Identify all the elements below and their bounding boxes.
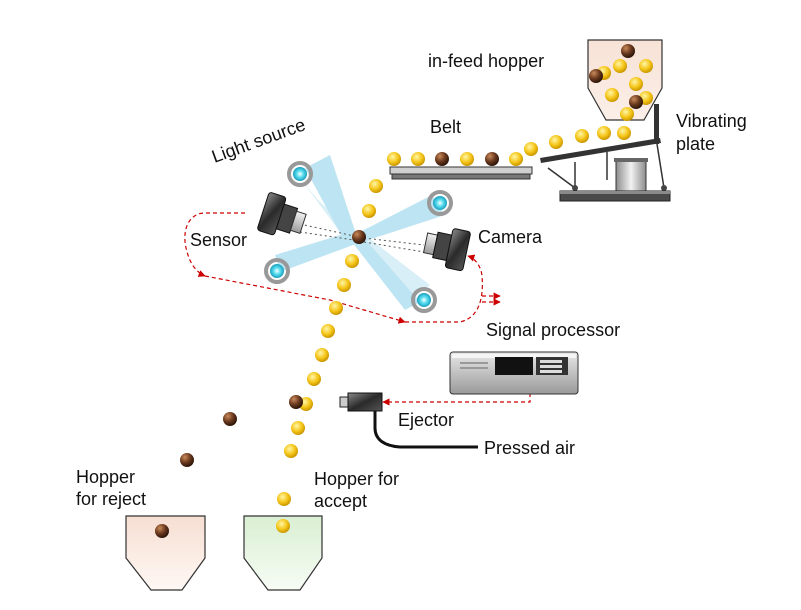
label-ejector: Ejector — [398, 410, 455, 430]
label-signal-processor: Signal processor — [486, 320, 621, 340]
good-item — [321, 324, 335, 338]
signal-lines — [184, 212, 531, 406]
hopper-accept — [243, 515, 323, 591]
lamp-bottom-right — [411, 287, 437, 313]
bad-item — [589, 69, 603, 83]
good-item — [460, 152, 474, 166]
label-belt: Belt — [430, 117, 462, 137]
sight-lines — [299, 223, 425, 253]
good-item — [315, 348, 329, 362]
good-item — [387, 152, 401, 166]
label-vibrating-plate-2: plate — [676, 134, 716, 154]
bad-item — [289, 395, 303, 409]
label-pressed-air: Pressed air — [484, 438, 576, 458]
good-item — [277, 492, 291, 506]
label-camera: Camera — [478, 227, 543, 247]
label-hopper-accept-1: Hopper for — [314, 469, 400, 489]
bad-item — [621, 44, 635, 58]
good-item — [575, 129, 589, 143]
good-item — [329, 301, 343, 315]
bad-item — [180, 453, 194, 467]
good-item — [411, 152, 425, 166]
good-item — [629, 77, 643, 91]
good-item — [605, 88, 619, 102]
lamp-bottom-left — [264, 258, 290, 284]
lamp-top-left — [287, 161, 313, 187]
sensor-camera-left — [257, 192, 307, 236]
items — [155, 44, 653, 538]
label-hopper-accept-2: accept — [314, 491, 368, 511]
signal-processor — [449, 351, 579, 395]
hopper-reject — [125, 515, 206, 591]
good-item — [639, 59, 653, 73]
label-hopper-reject-1: Hopper — [76, 467, 136, 487]
good-item — [549, 135, 563, 149]
good-item — [620, 107, 634, 121]
good-item — [291, 421, 305, 435]
good-item — [362, 204, 376, 218]
conveyor-belt — [389, 166, 533, 180]
label-infeed-hopper: in-feed hopper — [428, 51, 545, 71]
bad-item — [435, 152, 449, 166]
good-item — [337, 278, 351, 292]
bad-item — [352, 230, 366, 244]
light-beams — [275, 155, 445, 310]
good-item — [284, 444, 298, 458]
label-vibrating-plate-1: Vibrating — [676, 111, 747, 131]
good-item — [597, 126, 611, 140]
bad-item — [485, 152, 499, 166]
good-item — [613, 59, 627, 73]
vibrating-plate — [540, 104, 671, 202]
label-hopper-reject-2: for reject — [76, 489, 147, 509]
lamp-top-right — [427, 190, 453, 216]
bad-item — [223, 412, 237, 426]
good-item — [509, 152, 523, 166]
good-item — [345, 254, 359, 268]
ejector — [339, 392, 478, 449]
bad-item — [155, 524, 169, 538]
good-item — [524, 142, 538, 156]
label-sensor: Sensor — [190, 230, 248, 250]
camera-right — [422, 228, 471, 272]
good-item — [617, 126, 631, 140]
bad-item — [629, 95, 643, 109]
good-item — [276, 519, 290, 533]
good-item — [307, 372, 321, 386]
good-item — [369, 179, 383, 193]
